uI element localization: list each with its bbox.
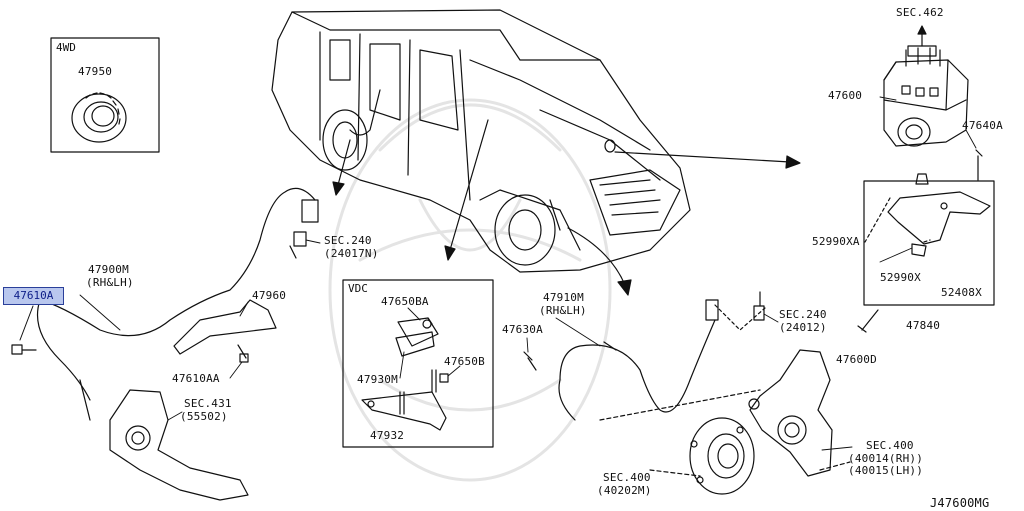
- sec400-bottom-label: SEC.400: [603, 471, 651, 484]
- arrow-head-icon: [917, 25, 927, 35]
- actuator-bracket-icon: [887, 173, 991, 257]
- highlighted-part-label[interactable]: 47610A: [3, 287, 64, 305]
- sec431-sub-label: (55502): [180, 410, 228, 423]
- wheel-hub-icon: [689, 417, 755, 495]
- part-47930m-label: 47930M: [357, 373, 398, 386]
- part-47630a-label: 47630A: [502, 323, 543, 336]
- diagram-code-label: J47600MG: [930, 496, 990, 510]
- pointer-arrows: [332, 119, 801, 296]
- sec240-left-sub-label: (24017N): [324, 247, 379, 260]
- part-47900m-side-label: (RH&LH): [86, 276, 134, 289]
- part-47650b-label: 47650B: [444, 355, 485, 368]
- bracket-box: [863, 180, 995, 306]
- part-47960-label: 47960: [252, 289, 287, 302]
- leader-lines: [79, 96, 977, 451]
- steering-knuckle-right-icon: [748, 349, 833, 477]
- nut-icon: [439, 373, 449, 383]
- bolt-47630a-icon: [523, 351, 537, 371]
- part-52990xa-label: 52990XA: [812, 235, 860, 248]
- inset-4wd-title: 4WD: [56, 41, 76, 54]
- sec431-label: SEC.431: [184, 397, 232, 410]
- part-47900m-label: 47900M: [88, 263, 129, 276]
- part-47650ba-label: 47650BA: [381, 295, 429, 308]
- part-47910m-label: 47910M: [543, 291, 584, 304]
- part-52408x-label: 52408X: [941, 286, 982, 299]
- abs-actuator-icon: [883, 47, 969, 147]
- vehicle-icon: [271, 9, 691, 273]
- part-52990x-label: 52990X: [880, 271, 921, 284]
- sec240-left-label: SEC.240: [324, 234, 372, 247]
- sec400-right-sub2-label: (40015(LH)): [848, 464, 924, 477]
- stud-bolt-icon: [431, 369, 437, 393]
- front-sensor-harness-icon: [36, 187, 319, 401]
- leader-dashed: [599, 389, 851, 477]
- connector-icon: [907, 45, 937, 57]
- sec240-right-label: SEC.240: [779, 308, 827, 321]
- part-47950-label: 47950: [78, 65, 113, 78]
- watermark-emblem: [328, 98, 612, 482]
- bolt-47610a-icon: [11, 344, 37, 355]
- part-47840-label: 47840: [906, 319, 941, 332]
- yaw-sensor-icon: [395, 317, 439, 357]
- inset-vdc-box: [342, 279, 494, 448]
- steering-knuckle-left-icon: [79, 379, 249, 501]
- sec462-label: SEC.462: [896, 6, 944, 19]
- part-47600d-label: 47600D: [836, 353, 877, 366]
- part-47640a-label: 47640A: [962, 119, 1003, 132]
- inset-4wd-box: [50, 37, 160, 153]
- sec240-right-sub-label: (24012): [779, 321, 827, 334]
- sec400-right-label: SEC.400: [866, 439, 914, 452]
- sec400-right-sub1-label: (40014(RH)): [848, 452, 924, 465]
- rear-sensor-harness-icon: [558, 291, 766, 421]
- part-47910m-side-label: (RH&LH): [539, 304, 587, 317]
- part-47600-label: 47600: [828, 89, 863, 102]
- inset-vdc-title: VDC: [348, 282, 368, 295]
- tone-ring-icon: [71, 92, 127, 143]
- leader-47610a: [19, 305, 34, 341]
- bolt-47600d-icon: [857, 309, 879, 333]
- bolt-47640a-icon: [975, 149, 983, 181]
- sec400-bottom-sub-label: (40202M): [597, 484, 652, 497]
- part-47610aa-label: 47610AA: [172, 372, 220, 385]
- part-47932-label: 47932: [370, 429, 405, 442]
- sensor-base-icon: [361, 391, 447, 431]
- leader-dashed: [864, 197, 931, 243]
